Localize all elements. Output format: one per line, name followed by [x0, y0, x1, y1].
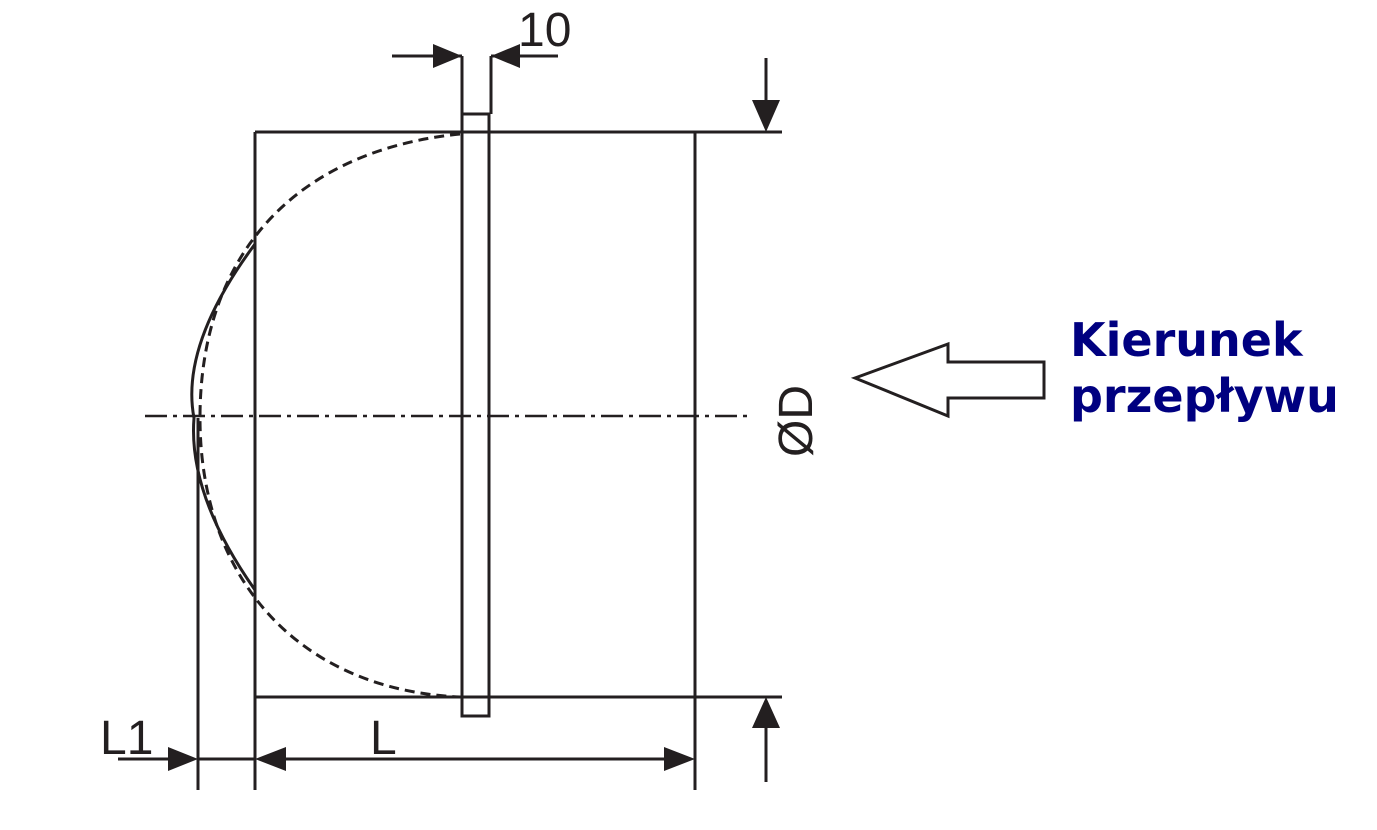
length-arrowhead-left	[255, 747, 286, 771]
flow-label-line2: przepływu	[1070, 369, 1339, 423]
arrowhead-right	[433, 44, 462, 68]
blade-thickness-label: 10	[518, 4, 571, 57]
overhang-label: L1	[100, 712, 153, 765]
overhang-arrowhead	[168, 747, 198, 771]
diameter-dimension: ØD	[752, 58, 823, 782]
flow-direction-label: Kierunek przepływu	[1070, 312, 1339, 424]
diameter-arrowhead-bottom	[752, 697, 780, 728]
length-dimension: L	[255, 712, 695, 771]
blade-thickness-dimension: 10	[392, 4, 571, 68]
overhang-dimension: L1	[100, 418, 255, 790]
length-arrowhead-right	[664, 747, 695, 771]
arrowhead-left	[491, 44, 520, 68]
duct-body	[253, 130, 782, 790]
flow-direction-arrow-icon	[850, 341, 1046, 419]
diameter-label: ØD	[770, 385, 823, 457]
length-label: L	[370, 712, 397, 765]
flow-label-line1: Kierunek	[1070, 313, 1303, 367]
diameter-arrowhead-top	[752, 100, 780, 132]
